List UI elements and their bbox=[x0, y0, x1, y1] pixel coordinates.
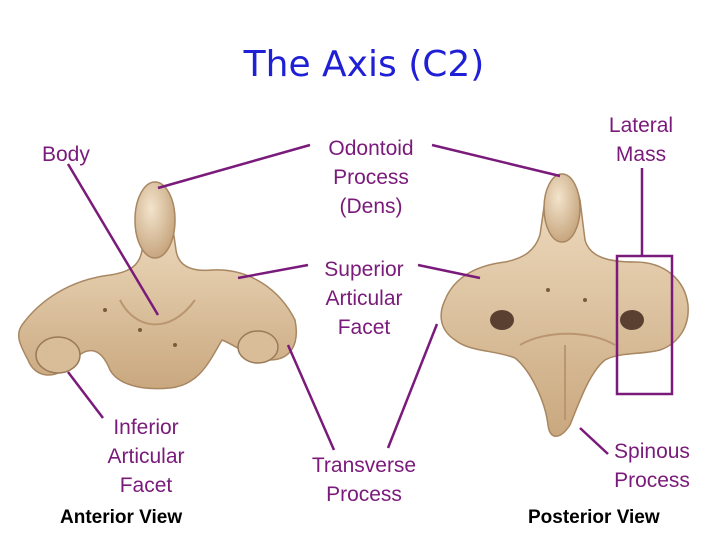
label-line: Articular bbox=[107, 445, 185, 468]
label-line: Facet bbox=[119, 474, 173, 497]
label-line: Odontoid bbox=[328, 137, 414, 160]
label-line: Facet bbox=[337, 316, 391, 339]
superior-facet-leader-left bbox=[237, 263, 309, 280]
label-line: Spinous bbox=[614, 440, 690, 463]
label-odontoid-process: Odontoid Process (Dens) bbox=[311, 134, 431, 221]
label-superior-articular-facet: Superior Articular Facet bbox=[306, 255, 422, 342]
label-line: Process bbox=[333, 166, 409, 189]
label-line: Articular bbox=[325, 287, 403, 310]
leader-lines bbox=[66, 143, 644, 455]
label-line: Process bbox=[614, 469, 690, 492]
superior-facet-leader-right bbox=[417, 263, 481, 280]
label-line: Lateral bbox=[608, 114, 674, 137]
body-leader bbox=[66, 163, 160, 316]
label-body: Body bbox=[42, 143, 90, 166]
spinous-leader bbox=[579, 427, 609, 455]
odontoid-leader-left bbox=[157, 143, 311, 190]
anterior-axis-illustration bbox=[17, 181, 297, 390]
anterior-view-caption: Anterior View bbox=[60, 507, 183, 528]
label-spinous-process: Spinous Process bbox=[602, 437, 702, 495]
label-transverse-process: Transverse Process bbox=[298, 451, 430, 509]
posterior-axis-illustration bbox=[440, 173, 689, 437]
posterior-view-caption: Posterior View bbox=[528, 507, 660, 528]
transverse-leader-left bbox=[286, 344, 336, 451]
label-line: (Dens) bbox=[339, 195, 403, 218]
transverse-leader-right bbox=[386, 323, 439, 449]
label-line: Mass bbox=[615, 143, 667, 166]
label-line: Transverse bbox=[311, 454, 417, 477]
inferior-facet-leader bbox=[67, 371, 104, 419]
label-lateral-mass: Lateral Mass bbox=[590, 111, 692, 169]
label-line: Process bbox=[326, 483, 402, 506]
odontoid-leader-right bbox=[431, 143, 561, 178]
label-inferior-articular-facet: Inferior Articular Facet bbox=[88, 413, 204, 500]
lateral-mass-box bbox=[615, 254, 674, 396]
diagram-title: The Axis (C2) bbox=[243, 44, 485, 85]
label-line: Inferior bbox=[113, 416, 179, 439]
label-line: Superior bbox=[324, 258, 404, 281]
